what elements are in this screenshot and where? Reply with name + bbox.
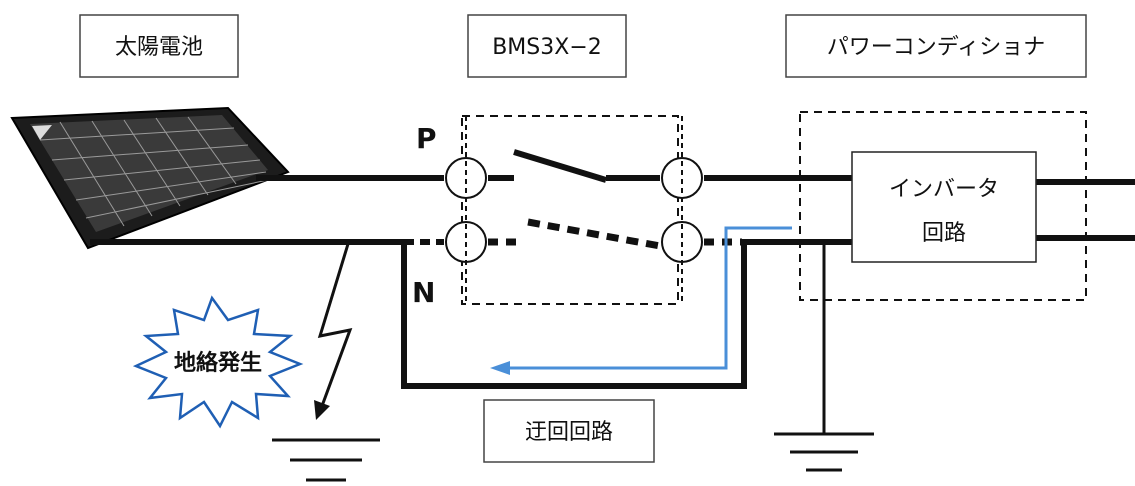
- fault-ground-icon: [272, 438, 380, 482]
- bypass-circuit-line: [401, 242, 747, 389]
- n-line: [90, 218, 1135, 250]
- pcs-title: パワーコンディショナ: [827, 35, 1045, 60]
- ground-fault-burst: 地絡発生: [132, 295, 304, 429]
- pcs-ground-icon: [774, 242, 874, 472]
- p-line: [256, 175, 1135, 185]
- p-switch-blade: [513, 149, 607, 183]
- inverter-box: インバータ 回路: [851, 151, 1037, 263]
- bypass-arrow: [490, 226, 792, 375]
- n-label: N: [412, 276, 435, 309]
- bypass-label: 迂回回路: [525, 420, 613, 445]
- solar-title: 太陽電池: [115, 35, 203, 60]
- terminal-circles: [445, 157, 703, 263]
- p-label: P: [416, 122, 437, 155]
- bms-title-box: BMS3X−2: [467, 14, 627, 78]
- ground-fault-lightning-icon: [314, 243, 353, 420]
- solar-panel-icon: [10, 106, 290, 250]
- inverter-label-2: 回路: [922, 221, 966, 246]
- bypass-label-box: 迂回回路: [483, 399, 655, 463]
- ground-fault-label: 地絡発生: [174, 350, 262, 376]
- solar-title-box: 太陽電池: [79, 14, 239, 78]
- bms-enclosure: [461, 115, 679, 305]
- pcs-enclosure: [799, 111, 1087, 301]
- inverter-label-1: インバータ: [889, 177, 999, 202]
- bms-title: BMS3X−2: [492, 35, 602, 60]
- pcs-title-box: パワーコンディショナ: [785, 14, 1087, 78]
